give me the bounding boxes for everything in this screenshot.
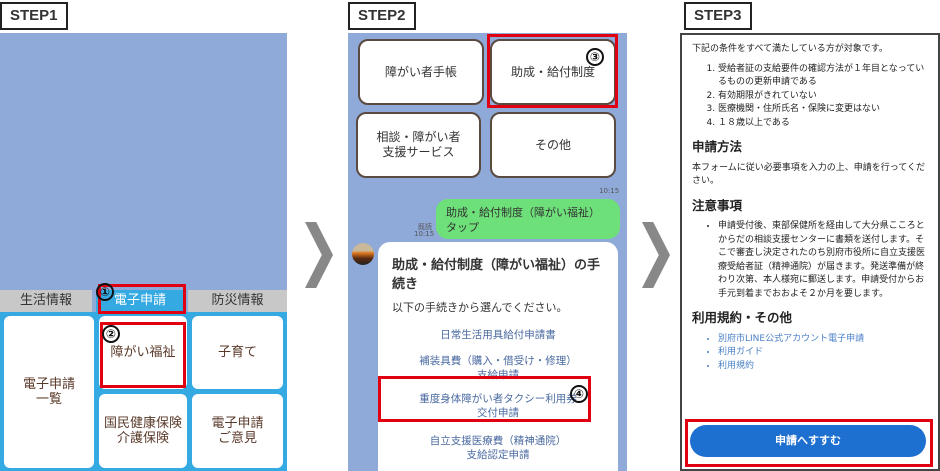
link-daily-equipment[interactable]: 日常生活用具給付申請書 [440, 329, 556, 341]
step-marker: ④ [570, 385, 588, 403]
step-marker: ③ [586, 48, 604, 66]
link-self-support-medical[interactable]: 自立支援医療費（精神通院） 支給認定申請 [429, 435, 567, 461]
step3-label: STEP3 [684, 2, 752, 30]
highlight-box [378, 376, 591, 422]
card-title: 助成・給付制度（障がい福祉）の手続き [392, 258, 601, 292]
tab-disaster-info[interactable]: 防災情報 [188, 290, 287, 312]
step-marker: ① [96, 283, 114, 301]
menu-e-application-list[interactable]: 電子申請 一覧 [4, 316, 94, 468]
card-subtitle: 以下の手続きから選んでください。 [392, 301, 568, 314]
step-marker: ② [102, 325, 120, 343]
highlight-box [685, 419, 933, 467]
timestamp: 10:15 [599, 187, 620, 195]
method-heading: 申請方法 [692, 139, 743, 154]
proceed-to-apply-button[interactable]: 申請へすすむ [690, 425, 926, 457]
menu-other[interactable]: その他 [490, 112, 616, 178]
tab-e-application[interactable]: 電子申請 [96, 290, 184, 312]
step2-label: STEP2 [348, 2, 416, 30]
line-chat-screen: 障がい者手帳 助成・給付制度 相談・障がい者 支援サービス その他 ③ 10:1… [348, 33, 627, 471]
method-text: 本フォームに従い必要事項を入力の上、申請を行ってください。 [692, 162, 926, 187]
condition-item: 医療機関・住所氏名・保険に変更はない [718, 103, 930, 117]
terms-heading: 利用規約・その他 [692, 310, 793, 325]
link-taxi-ticket[interactable]: 重度身体障がい者タクシー利用券 交付申請 [419, 393, 577, 419]
user-message-bubble: 助成・給付制度（障がい福祉）タップ [436, 199, 620, 239]
menu-disability-handbook[interactable]: 障がい者手帳 [358, 39, 484, 105]
highlight-box [100, 322, 186, 388]
next-arrow-icon [305, 222, 333, 288]
eligibility-intro: 下記の条件をすべて満たしている方が対象です。 [692, 44, 888, 54]
menu-health-insurance[interactable]: 国民健康保険 介護保険 [99, 394, 187, 468]
step1-label: STEP1 [0, 2, 68, 30]
note-item: 申請受付後、東部保健所を経由して大分県こころとからだの相談支援センターに書類を送… [718, 220, 930, 301]
link-line-e-application[interactable]: 別府市LINE公式アカウント電子申請 [718, 333, 930, 347]
bot-avatar [352, 243, 374, 265]
bot-message-card: 助成・給付制度（障がい福祉）の手続き 以下の手続きから選んでください。 日常生活… [378, 242, 618, 471]
condition-item: 有効期限がきれていない [718, 90, 930, 104]
menu-childcare[interactable]: 子育て [192, 316, 283, 389]
conditions-list: 受給者証の支給要件の確認方法が１年目となっているものの更新申請である 有効期限が… [692, 63, 930, 131]
link-usage-guide[interactable]: 利用ガイド [718, 346, 930, 360]
condition-item: 受給者証の支給要件の確認方法が１年目となっているものの更新申請である [718, 63, 930, 90]
link-terms[interactable]: 利用規約 [718, 360, 930, 374]
menu-consultation-support[interactable]: 相談・障がい者 支援サービス [356, 112, 481, 178]
read-label: 既読 [418, 223, 432, 231]
menu-e-application-feedback[interactable]: 電子申請 ご意見 [192, 394, 283, 468]
tab-life-info[interactable]: 生活情報 [0, 290, 92, 312]
next-arrow-icon [642, 222, 670, 288]
line-rich-menu-screen: 生活情報 電子申請 防災情報 電子申請 一覧 障がい福祉 子育て 国民健康保険 … [0, 33, 287, 471]
notes-heading: 注意事項 [692, 197, 743, 213]
highlight-box [487, 34, 618, 108]
application-form-screen: 下記の条件をすべて満たしている方が対象です。 受給者証の支給要件の確認方法が１年… [680, 33, 940, 471]
timestamp: 10:15 [414, 230, 435, 238]
condition-item: １８歳以上である [718, 117, 930, 131]
